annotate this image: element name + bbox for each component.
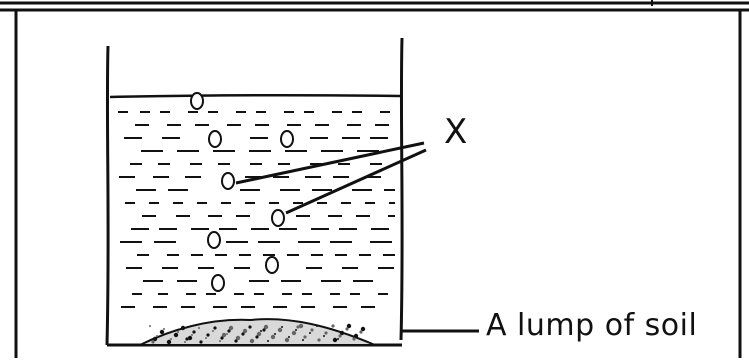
soil-texture bbox=[149, 323, 366, 345]
soil-speck bbox=[191, 334, 193, 336]
soil-speck bbox=[249, 338, 255, 344]
soil-speck bbox=[274, 333, 276, 335]
air-bubbles bbox=[190, 92, 294, 292]
soil-speck bbox=[324, 331, 328, 335]
soil-speck bbox=[262, 328, 266, 332]
soil-speck bbox=[295, 329, 297, 331]
soil-speck bbox=[346, 323, 352, 329]
soil-speck bbox=[166, 339, 172, 345]
soil-speck bbox=[331, 324, 335, 328]
beaker-left-wall bbox=[105, 45, 110, 346]
soil-speck bbox=[152, 336, 158, 342]
soil-speck bbox=[352, 337, 356, 341]
soil-speck bbox=[226, 333, 228, 335]
soil-speck bbox=[198, 327, 200, 329]
soil-speck bbox=[260, 330, 262, 332]
soil-speck bbox=[206, 333, 210, 337]
water-surface bbox=[109, 93, 401, 99]
soil-speck bbox=[302, 339, 304, 341]
air-bubble bbox=[207, 231, 221, 249]
soil-speck bbox=[332, 337, 338, 343]
label-x-leader-line bbox=[235, 141, 425, 185]
soil-speck bbox=[338, 334, 342, 338]
soil-speck bbox=[337, 338, 339, 340]
soil-speck bbox=[192, 330, 196, 334]
soil-speck bbox=[212, 330, 214, 332]
soil-speck bbox=[220, 336, 224, 340]
air-bubble bbox=[265, 256, 279, 274]
soil-speck bbox=[360, 326, 366, 332]
soil-speck bbox=[235, 335, 241, 341]
soil-speck bbox=[156, 335, 158, 337]
soil-speck bbox=[221, 332, 227, 338]
air-bubble bbox=[271, 209, 285, 227]
soil-speck bbox=[270, 334, 276, 340]
soil-speck bbox=[316, 325, 318, 327]
soil-speck bbox=[228, 325, 234, 331]
soil-lump bbox=[139, 318, 376, 346]
soil-speck bbox=[242, 328, 248, 334]
soil-speck bbox=[163, 328, 165, 330]
soil-speck bbox=[227, 329, 231, 333]
air-bubble bbox=[190, 92, 204, 110]
soil-speck bbox=[277, 327, 283, 333]
soil-speck bbox=[288, 336, 290, 338]
label-x: X bbox=[444, 112, 468, 152]
soil-speck bbox=[241, 332, 245, 336]
beaker-right-wall bbox=[399, 37, 404, 341]
air-bubble bbox=[208, 130, 222, 148]
soil-speck bbox=[234, 339, 238, 343]
soil-speck bbox=[219, 340, 221, 342]
soil-speck bbox=[159, 329, 165, 335]
soil-speck bbox=[248, 325, 252, 329]
soil-speck bbox=[170, 338, 172, 340]
soil-speck bbox=[310, 328, 314, 332]
soil-speck bbox=[284, 337, 290, 343]
soil-speck bbox=[339, 330, 345, 336]
soil-speck bbox=[177, 331, 179, 333]
soil-speck bbox=[303, 335, 307, 339]
soil-speck bbox=[291, 330, 297, 336]
soil-speck bbox=[187, 335, 193, 341]
soil-speck bbox=[213, 326, 217, 330]
soil-speck bbox=[255, 335, 259, 339]
label-soil: A lump of soil bbox=[486, 308, 698, 343]
soil-speck bbox=[298, 323, 304, 329]
soil-speck bbox=[296, 325, 300, 329]
soil-speck bbox=[317, 338, 321, 342]
soil-speck bbox=[180, 325, 186, 331]
air-bubble bbox=[280, 130, 294, 148]
soil-speck bbox=[149, 325, 151, 327]
soil-speck bbox=[345, 327, 349, 331]
air-bubble bbox=[221, 172, 235, 190]
label-x-leader-line bbox=[285, 148, 427, 215]
soil-speck bbox=[309, 332, 311, 334]
soil-speck bbox=[151, 340, 155, 344]
soil-speck bbox=[263, 324, 269, 330]
air-bubble bbox=[211, 274, 225, 292]
soil-speck bbox=[205, 337, 207, 339]
soil-speck bbox=[359, 330, 363, 334]
water-dashes bbox=[118, 111, 395, 308]
soil-speck bbox=[199, 340, 203, 344]
soil-speck bbox=[173, 332, 179, 338]
soil-speck bbox=[281, 326, 283, 328]
soil-speck bbox=[267, 340, 269, 342]
soil-speck bbox=[256, 331, 262, 337]
soil-speck bbox=[184, 341, 186, 343]
soil-speck bbox=[323, 335, 325, 337]
soil-speck bbox=[353, 333, 359, 339]
soil-speck bbox=[185, 337, 189, 341]
soil-speck bbox=[330, 328, 332, 330]
